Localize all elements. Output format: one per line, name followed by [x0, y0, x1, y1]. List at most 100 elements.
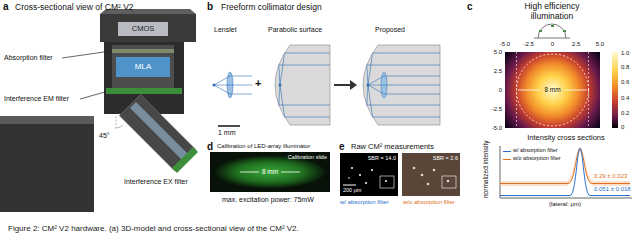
scale-label: 1 mm [218, 129, 236, 137]
profile-curve [500, 148, 630, 196]
error-band [500, 147, 630, 186]
angle-label: 45° [99, 132, 110, 140]
tick-label: -2.5 [524, 41, 534, 48]
sample-plane [534, 38, 570, 39]
dimension-line [240, 172, 259, 173]
inset-box [442, 176, 456, 188]
bead [359, 174, 361, 176]
panel-title: High efficiency illumination [507, 2, 597, 22]
panel-title: Raw CM² measurements [351, 143, 434, 152]
led [539, 30, 542, 32]
led-ring [538, 24, 566, 38]
legend-line [503, 151, 511, 152]
fov-circle [517, 54, 589, 126]
photo-frame: 8 mmCalibration slide [210, 152, 330, 192]
led-source [279, 84, 282, 87]
scale-bar [343, 185, 356, 186]
tick-label: -5.0 [500, 41, 510, 48]
rays [367, 53, 440, 117]
base-body [0, 116, 94, 212]
heatmap-frame: 8 mm [505, 52, 600, 128]
absorption-filter [112, 49, 174, 53]
bead [371, 169, 373, 171]
green-glow [214, 155, 326, 189]
tick-label: 0 [551, 41, 554, 48]
bead [427, 183, 430, 186]
freeform-collimator [363, 45, 440, 125]
panel-title: Cross-sectional view of CM² V2 [15, 3, 134, 13]
plot-title: Intensity cross sections [527, 134, 605, 143]
node-text: CMOS [132, 25, 155, 34]
y-axis [500, 146, 501, 198]
led-source [367, 84, 370, 87]
bead [348, 177, 350, 179]
guide-line [588, 52, 589, 128]
tick-label: 5.0 [596, 41, 604, 48]
bead [351, 167, 353, 169]
excitation-beam [130, 102, 188, 160]
ex-filter [172, 147, 198, 173]
sub-label: Proposed [375, 26, 405, 34]
image-label: w/ absorption filter [340, 199, 389, 206]
bead [365, 182, 367, 184]
note: max. excitation power: 75mW [222, 196, 314, 204]
parabolic-surface [275, 45, 330, 125]
lens-array-box: MLA [116, 57, 170, 77]
tick-label: 2.5 [572, 41, 580, 48]
bead [385, 180, 387, 182]
value-label: 0.29 ± 0.023 [594, 173, 627, 180]
optics-bore [112, 45, 174, 91]
node-text: MLA [135, 62, 151, 71]
panel-letter: e [339, 141, 345, 153]
angle-arc [116, 125, 123, 128]
panel-title: Freeform collimator design [221, 3, 322, 13]
node-text: SBR = 2.6 [433, 155, 458, 161]
bead [413, 167, 416, 170]
em-filter [106, 88, 182, 94]
colorbar-tick: 0.8 [621, 64, 629, 71]
image-frame: SBR = 2.6 [402, 153, 460, 196]
arrow-head [350, 80, 357, 90]
sub-label: Parabolic surface [268, 26, 322, 34]
figure-caption: Figure 2: CM² V2 hardware. (a) 3D-model … [8, 224, 299, 233]
colorbar-tick: 0.4 [621, 94, 629, 101]
measurement-image [340, 153, 398, 196]
panel-letter: c [467, 1, 473, 13]
colorbar-tick: 0 [621, 124, 624, 131]
dimension-line [281, 172, 300, 173]
image-label: w/o absorption filter [403, 199, 455, 206]
colorbar-tick: 0.2 [621, 109, 629, 116]
bead-dots [348, 167, 387, 184]
bead [421, 174, 424, 177]
node-text: Calibration slide [288, 154, 327, 160]
panel-letter: d [207, 141, 213, 153]
tick-label: 5.0 [494, 49, 502, 56]
legend-text: w/ absorption filter [513, 147, 558, 153]
plus-sign: + [255, 77, 261, 90]
bead [447, 180, 450, 183]
node-text: 8 mm [544, 86, 560, 93]
rays [214, 76, 252, 94]
legend-text: w/o absorption filter [513, 155, 561, 161]
colorbar-tick: 0.6 [621, 79, 629, 86]
led [563, 30, 566, 32]
sensor-housing [100, 14, 196, 42]
sub-label: Lenslet [214, 26, 237, 34]
tick-label: 0 [499, 87, 502, 94]
x-axis [500, 198, 632, 199]
rays [279, 53, 330, 117]
panel-letter: b [207, 1, 213, 13]
axis-label: normalized intensity [482, 141, 489, 198]
colorbar-tick: 1.0 [621, 50, 629, 57]
measurement-image [402, 153, 460, 196]
axis-label: (lateral: μm) [549, 201, 581, 208]
base-face [0, 116, 94, 124]
tick-label: 2.5 [494, 68, 502, 75]
illumination-heatmap [505, 52, 600, 128]
tick-label: -5.0 [492, 125, 502, 132]
bead [433, 169, 436, 172]
led-source [213, 84, 216, 87]
panel-title: Calibration of LED-array illuminator [217, 143, 310, 150]
